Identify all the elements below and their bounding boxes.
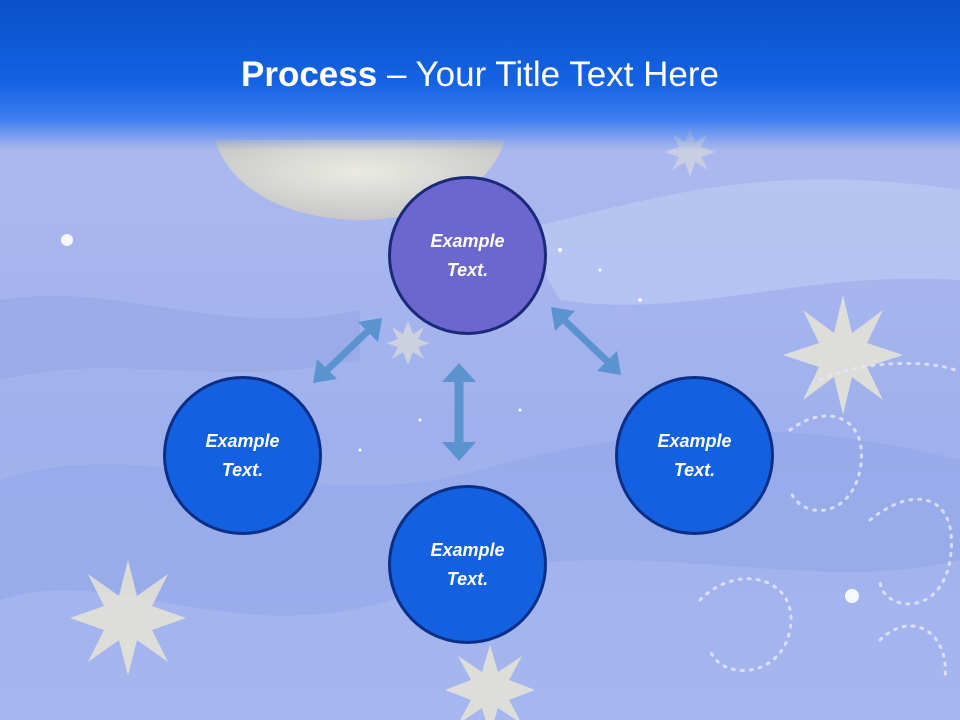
slide-title: Process – Your Title Text Here [0,52,960,98]
header-bar [0,0,960,150]
circle-top-line1: Example [430,230,505,251]
double-arrow-vertical [442,363,476,461]
sun-decoration-2 [70,560,186,676]
double-arrow-right [551,307,621,375]
circle-right-line2: Text. [673,459,716,480]
circle-left-line1: Example [205,430,280,451]
circle-bottom-line1: Example [430,539,505,560]
double-arrow-left [313,318,382,383]
circle-top-line2: Text. [446,259,489,280]
circle-right-line1: Example [657,430,732,451]
title-bold: Process [241,55,378,94]
sun-decoration-5 [386,321,430,365]
title-rest: – Your Title Text Here [377,55,719,94]
circle-left-line2: Text. [221,459,264,480]
sun-decoration-3 [445,645,535,720]
circle-bottom-line2: Text. [446,568,489,589]
